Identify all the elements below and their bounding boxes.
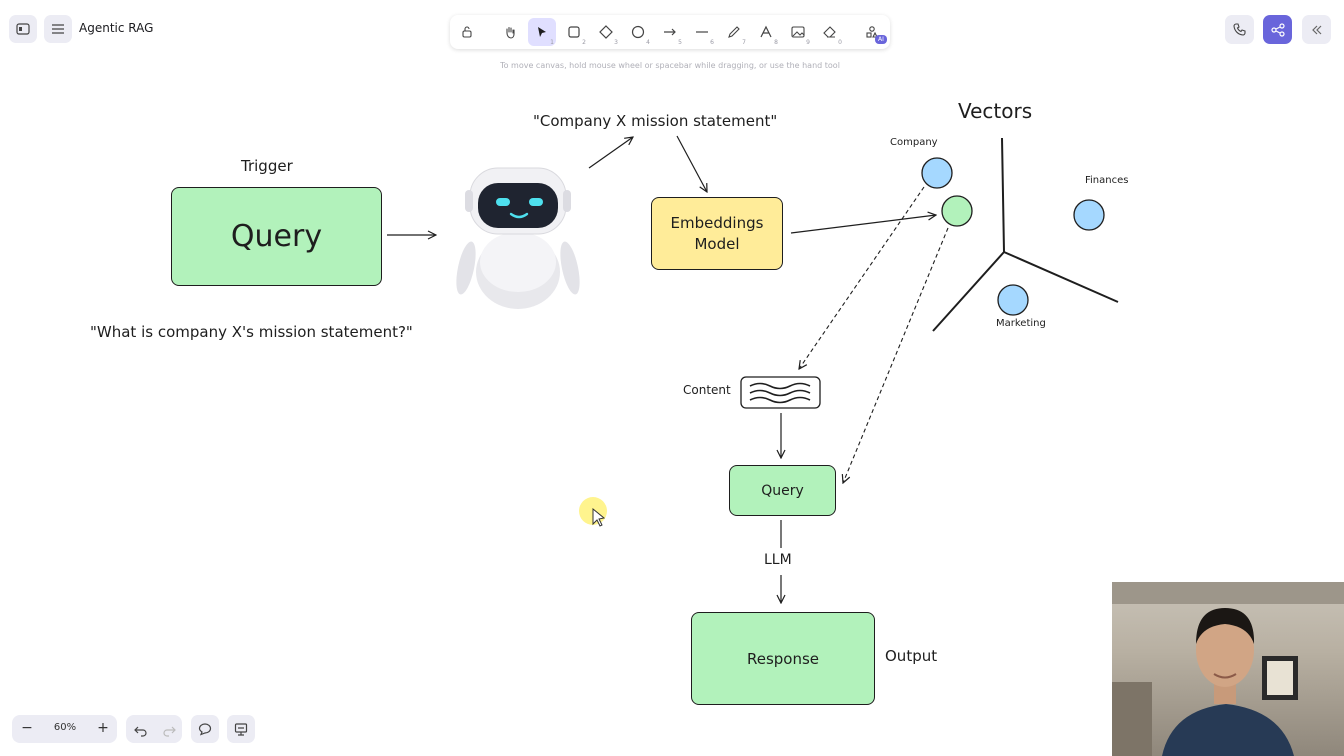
redo-button[interactable] <box>162 722 176 741</box>
extra-tools-button[interactable]: AI <box>858 18 887 46</box>
tool-shortcut: 4 <box>646 39 650 46</box>
draw-tool[interactable]: 7 <box>720 18 748 46</box>
zoom-level[interactable]: 60% <box>53 722 77 733</box>
tool-shortcut: 2 <box>582 39 586 46</box>
vector-label-marketing: Marketing <box>996 318 1046 329</box>
vector-point-query <box>941 195 973 227</box>
lock-tool[interactable] <box>453 18 481 46</box>
query-small-text: Query <box>761 482 804 499</box>
dashed-arrow-to-query <box>843 227 949 483</box>
call-button[interactable] <box>1225 15 1254 44</box>
dashed-arrow-to-content <box>799 186 925 369</box>
arrow-icon <box>664 28 676 36</box>
arrow-agent-to-quote <box>588 137 633 169</box>
query-box[interactable]: Query <box>171 187 382 286</box>
mouse-cursor-icon <box>592 507 606 527</box>
eraser-icon <box>823 26 836 38</box>
text-icon <box>760 25 772 38</box>
trigger-label: Trigger <box>241 157 293 175</box>
robot-agent-icon <box>456 167 580 309</box>
diamond-tool[interactable]: 3 <box>592 18 620 46</box>
question-text: "What is company X's mission statement?" <box>90 323 413 341</box>
tool-shortcut: 7 <box>742 39 746 46</box>
zoom-controls <box>12 715 117 743</box>
line-icon <box>696 31 708 33</box>
phone-icon <box>1233 23 1246 36</box>
shape-toolbar: 1 2 3 4 5 6 7 8 9 0 AI <box>450 15 890 49</box>
output-label: Output <box>885 647 938 665</box>
diamond-icon <box>599 25 613 39</box>
canvas-hint: To move canvas, hold mouse wheel or spac… <box>500 61 840 70</box>
vector-point-company <box>921 157 953 189</box>
vector-point-marketing <box>997 284 1029 316</box>
presenter-video <box>1112 582 1344 756</box>
ellipse-tool[interactable]: 4 <box>624 18 652 46</box>
comment-icon <box>198 723 212 736</box>
collapse-sidebar-button[interactable] <box>1302 15 1331 44</box>
content-label: Content <box>683 383 731 397</box>
image-tool[interactable]: 9 <box>784 18 812 46</box>
tool-shortcut: 6 <box>710 39 714 46</box>
ellipse-icon <box>631 25 645 39</box>
pencil-icon <box>728 26 740 38</box>
ai-badge: AI <box>875 35 887 44</box>
sidebar-toggle-button[interactable] <box>9 15 37 43</box>
share-icon <box>1270 22 1285 37</box>
hand-tool[interactable] <box>496 18 524 46</box>
cursor-icon <box>538 27 546 37</box>
presentation-icon <box>234 723 248 736</box>
arrow-quote-to-embeddings <box>676 135 707 192</box>
response-box[interactable]: Response <box>691 612 875 705</box>
tool-shortcut: 1 <box>550 39 554 46</box>
vector-label-company: Company <box>890 137 938 148</box>
embeddings-model-box[interactable]: Embeddings Model <box>651 197 783 270</box>
lock-icon <box>462 26 472 38</box>
arrow-embeddings-to-vector <box>790 215 936 234</box>
undo-button[interactable] <box>134 722 148 741</box>
vector-label-finances: Finances <box>1085 175 1129 186</box>
content-box <box>740 376 821 409</box>
arrow-tool[interactable]: 5 <box>656 18 684 46</box>
tool-shortcut: 8 <box>774 39 778 46</box>
mission-quote-text: "Company X mission statement" <box>533 112 778 130</box>
embeddings-line1: Embeddings <box>670 213 764 232</box>
hand-icon <box>506 26 515 39</box>
rectangle-tool[interactable]: 2 <box>560 18 588 46</box>
query-small-box[interactable]: Query <box>729 465 836 516</box>
tool-shortcut: 3 <box>614 39 618 46</box>
rectangle-icon <box>568 26 580 38</box>
vector-point-finances <box>1073 199 1105 231</box>
selection-tool[interactable]: 1 <box>528 18 556 46</box>
chevron-double-left-icon <box>1311 25 1321 34</box>
undo-icon <box>134 726 147 737</box>
query-box-text: Query <box>230 219 323 254</box>
hamburger-icon <box>52 24 64 34</box>
comments-button[interactable] <box>191 715 219 743</box>
share-button[interactable] <box>1263 15 1292 44</box>
document-title[interactable]: Agentic RAG <box>79 21 154 35</box>
zoom-in-button[interactable]: + <box>97 720 109 736</box>
embeddings-line2: Model <box>694 234 740 253</box>
line-tool[interactable]: 6 <box>688 18 716 46</box>
tool-shortcut: 0 <box>838 39 842 46</box>
response-text: Response <box>746 649 820 668</box>
tool-shortcut: 9 <box>806 39 810 46</box>
eraser-tool[interactable]: 0 <box>816 18 844 46</box>
redo-icon <box>163 726 176 737</box>
llm-label: LLM <box>764 552 792 568</box>
tool-shortcut: 5 <box>678 39 682 46</box>
webcam-overlay <box>1112 582 1344 756</box>
main-menu-button[interactable] <box>44 15 72 43</box>
presentation-button[interactable] <box>227 715 255 743</box>
image-icon <box>791 26 805 38</box>
vectors-title: Vectors <box>958 99 1033 123</box>
zoom-out-button[interactable]: − <box>21 720 33 736</box>
text-tool[interactable]: 8 <box>752 18 780 46</box>
vector-axes <box>932 137 1119 332</box>
sidebar-icon <box>16 23 30 35</box>
content-squiggle-icon <box>749 382 811 404</box>
